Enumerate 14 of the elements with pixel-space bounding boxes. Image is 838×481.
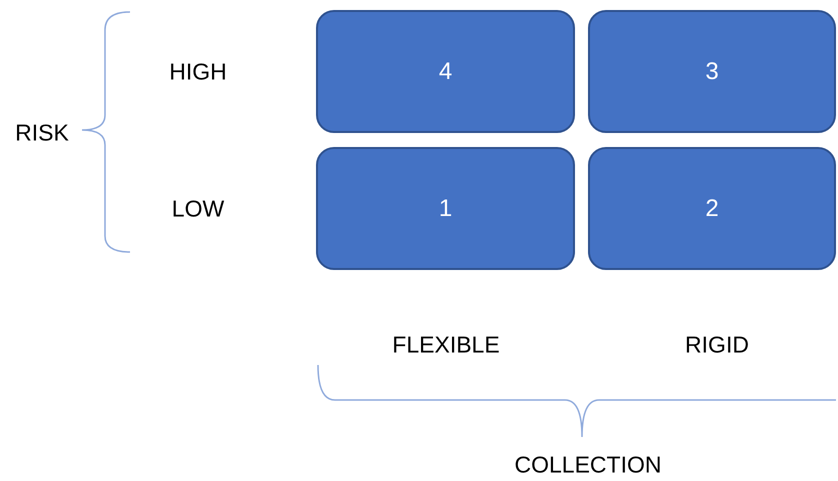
quadrant-box	[588, 10, 836, 133]
quadrant-number: 4	[438, 56, 452, 86]
quadrant-box	[588, 147, 836, 270]
axis-label: COLLECTION	[514, 454, 662, 476]
axis-label: RISK	[15, 122, 69, 144]
axis-label: LOW	[172, 198, 224, 220]
quadrant-number: 2	[705, 194, 719, 224]
quadrant-number: 1	[438, 194, 452, 224]
axis-label: HIGH	[169, 60, 227, 84]
quadrant-box	[316, 10, 575, 133]
axis-label: FLEXIBLE	[392, 334, 500, 356]
quadrant-number: 3	[705, 56, 719, 86]
axis-label: RIGID	[685, 334, 749, 356]
quadrant-box	[316, 147, 575, 270]
